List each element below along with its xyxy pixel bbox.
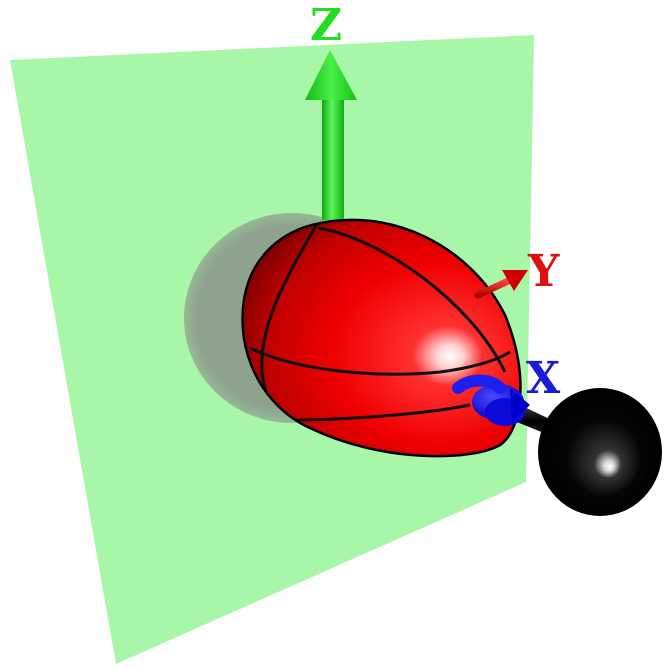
black-atom [538,388,662,516]
z-axis-label: Z [310,0,342,51]
x-axis-label: X [526,353,561,404]
y-axis-label: Y [527,246,560,297]
